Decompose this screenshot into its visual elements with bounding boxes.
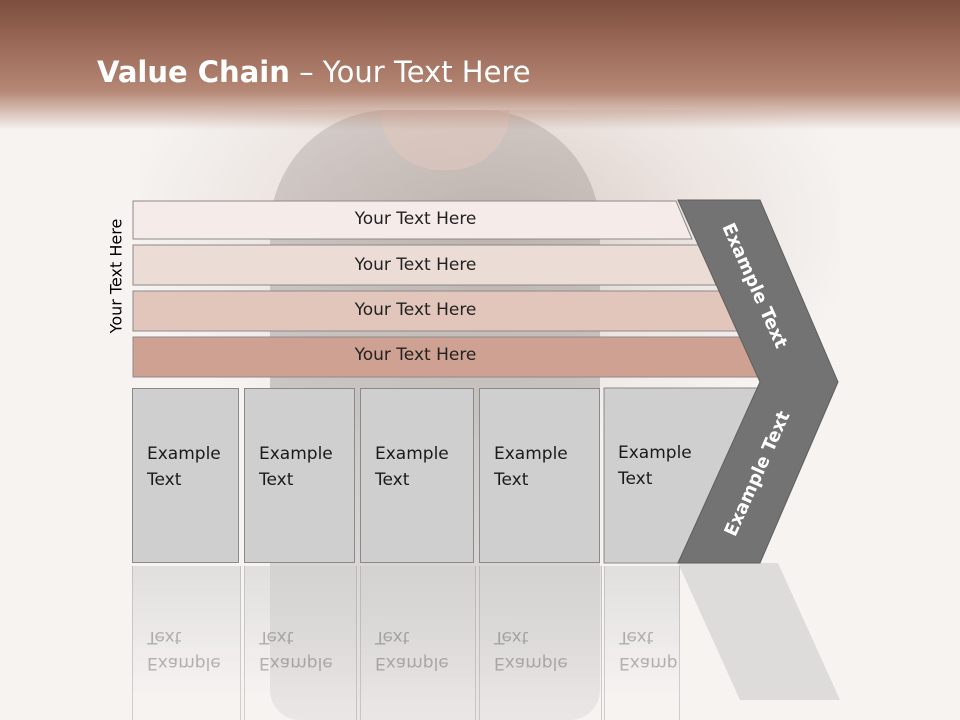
- title-bold: Value Chain: [97, 55, 290, 89]
- band-3-text: Your Text Here: [354, 300, 477, 320]
- box-5-line-1: Example: [618, 443, 692, 463]
- side-label-text: Your Text Here: [106, 218, 126, 334]
- side-label: Your Text Here: [104, 200, 128, 352]
- band-2-text: Your Text Here: [354, 255, 477, 275]
- box-4-line-1: Example: [494, 444, 568, 464]
- slide-title: Value Chain – Your Text Here: [97, 55, 531, 89]
- box-1-line-1: Example: [147, 444, 221, 464]
- band-1-text: Your Text Here: [354, 209, 477, 229]
- box-5-line-2: Text: [618, 469, 653, 489]
- box-2-line-1: Example: [259, 444, 333, 464]
- chevron-arrow[interactable]: [677, 199, 839, 564]
- box-3-line-2: Text: [375, 470, 410, 490]
- header-bar: [0, 0, 960, 130]
- chevron-reflection: [678, 563, 840, 700]
- box-3-line-1: Example: [375, 444, 449, 464]
- band-4-text: Your Text Here: [354, 345, 477, 365]
- title-rest: – Your Text Here: [289, 55, 531, 89]
- box-1-line-2: Text: [147, 470, 182, 490]
- box-4-line-2: Text: [494, 470, 529, 490]
- band-1[interactable]: [132, 200, 693, 240]
- box-2-line-2: Text: [259, 470, 294, 490]
